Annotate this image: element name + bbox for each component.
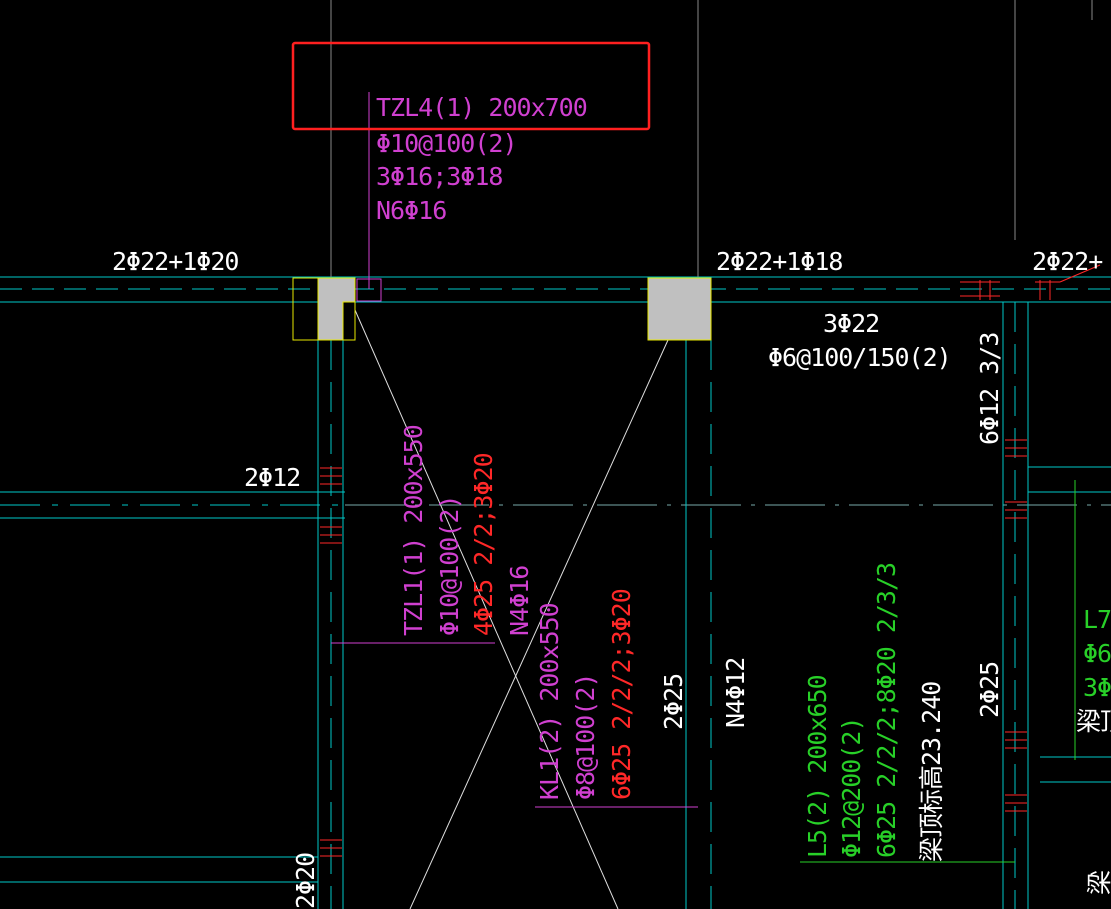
leader-lines bbox=[331, 92, 1101, 863]
column-mid[interactable] bbox=[647, 277, 712, 341]
bottom-left-rebar: 2Φ20 bbox=[291, 853, 320, 909]
tzl4-line2: Φ10@100(2) bbox=[376, 129, 517, 158]
tzl1-line3: 4Φ25 2/2;3Φ20 bbox=[469, 453, 498, 636]
l7-line4: 梁顶 bbox=[1076, 707, 1111, 736]
kl1-line3: 6Φ25 2/2/2;3Φ20 bbox=[607, 589, 636, 800]
kl1-line2: Φ8@100(2) bbox=[571, 674, 600, 800]
l5-annotation[interactable]: L5(2) 200x650 Φ12@200(2) 6Φ25 2/2/2;8Φ20… bbox=[803, 563, 901, 858]
tzl4-line3: 3Φ16;3Φ18 bbox=[376, 162, 502, 191]
tzl4-line4: N6Φ16 bbox=[376, 196, 446, 225]
tzl1-line1: TZL1(1) 200x550 bbox=[399, 425, 428, 636]
column-left-fill bbox=[317, 277, 356, 341]
l5-line1: L5(2) 200x650 bbox=[803, 675, 832, 858]
l7-annotation[interactable]: L7 Φ6 3Φ 梁顶 bbox=[1076, 605, 1111, 736]
bottom-right-partial: 梁 bbox=[1085, 870, 1111, 895]
l5-line2: Φ12@200(2) bbox=[837, 717, 866, 858]
tzl1-line4: N4Φ16 bbox=[505, 566, 534, 636]
highlight-box[interactable] bbox=[291, 41, 651, 131]
l7-line1: L7 bbox=[1083, 605, 1111, 634]
top-mid-rebar: 2Φ22+1Φ18 bbox=[716, 247, 842, 276]
tzl4-line1: TZL4(1) 200x700 bbox=[376, 93, 587, 122]
rebar-ticks bbox=[320, 280, 1060, 857]
tzl4-annotation[interactable]: TZL4(1) 200x700 Φ10@100(2) 3Φ16;3Φ18 N6Φ… bbox=[376, 93, 588, 225]
opening-cross bbox=[354, 309, 669, 909]
right-vertical-rebar: 6Φ12 3/3 bbox=[975, 333, 1004, 445]
l7-line2: Φ6 bbox=[1083, 639, 1111, 668]
right-2phi25: 2Φ25 bbox=[975, 662, 1004, 718]
columns[interactable] bbox=[292, 277, 712, 341]
right-beam-rebar: 3Φ22 bbox=[823, 309, 879, 338]
mid-2phi25: 2Φ25 bbox=[659, 674, 688, 730]
l7-line3: 3Φ bbox=[1083, 673, 1111, 702]
white-vertical-annotations[interactable]: 2Φ25 N4Φ12 6Φ12 3/3 2Φ25 梁顶标高23.240 2Φ20… bbox=[291, 333, 1111, 909]
top-right-rebar: 2Φ22+ bbox=[1032, 247, 1102, 276]
tzl1-annotation[interactable]: TZL1(1) 200x550 Φ10@100(2) 4Φ25 2/2;3Φ20… bbox=[399, 425, 534, 636]
kl1-line1: KL1(2) 200x550 bbox=[535, 603, 564, 800]
kl1-annotation[interactable]: KL1(2) 200x550 Φ8@100(2) 6Φ25 2/2/2;3Φ20 bbox=[535, 589, 636, 800]
right-beam-stirrup: Φ6@100/150(2) bbox=[768, 343, 951, 372]
l5-elevation: 梁顶标高23.240 bbox=[917, 682, 946, 862]
white-annotations[interactable]: 2Φ22+1Φ20 2Φ22+1Φ18 2Φ22+ 3Φ22 Φ6@100/15… bbox=[112, 247, 1103, 492]
l5-line3: 6Φ25 2/2/2;8Φ20 2/3/3 bbox=[872, 563, 901, 858]
left-rebar: 2Φ12 bbox=[244, 463, 300, 492]
top-left-rebar: 2Φ22+1Φ20 bbox=[112, 247, 238, 276]
tzl1-line2: Φ10@100(2) bbox=[435, 495, 464, 636]
n4phi12: N4Φ12 bbox=[721, 658, 750, 728]
